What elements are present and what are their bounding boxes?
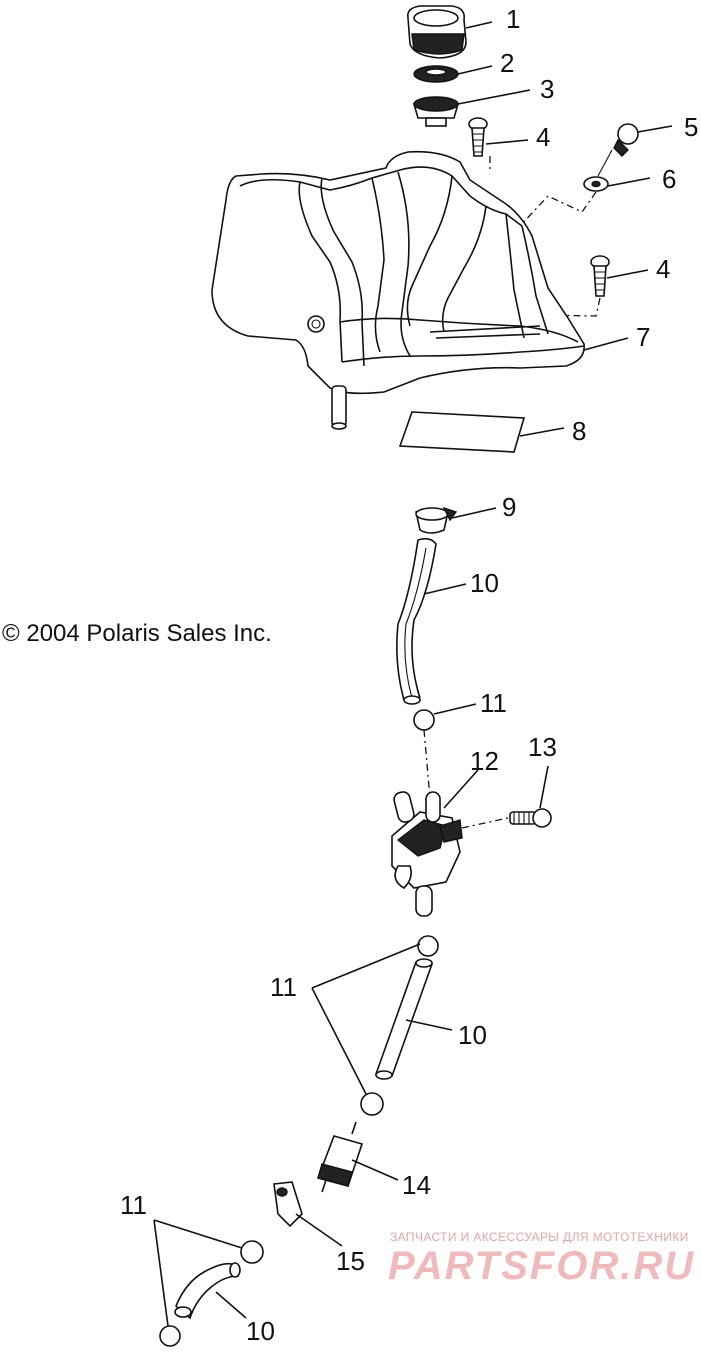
part-clamp-lower-mid (311, 987, 384, 1116)
callout-3: 3 (540, 74, 554, 104)
part-fuel-hose-bottom (174, 1262, 247, 1320)
part-fuel-filter (316, 1121, 399, 1193)
callout-2: 2 (500, 48, 514, 78)
callout-5: 5 (684, 112, 698, 142)
part-filler-adapter (412, 89, 531, 127)
part-clamp-bottom-lower (153, 1219, 181, 1347)
callout-12: 12 (470, 746, 499, 776)
part-fuel-cap (406, 5, 493, 59)
watermark-tagline: ЗАПЧАСТИ И АКСЕССУАРЫ ДЛЯ МОТОТЕХНИКИ (390, 1230, 689, 1244)
callout-14: 14 (402, 1170, 431, 1200)
part-filter-bracket (273, 1181, 343, 1247)
part-clamp-bottom-upper (153, 1219, 264, 1264)
callout-9: 9 (502, 492, 516, 522)
part-gasket (413, 65, 493, 83)
callout-11-upper: 11 (480, 688, 507, 718)
copyright-text: © 2004 Polaris Sales Inc. (2, 620, 272, 647)
callout-10-middle: 10 (458, 1020, 487, 1050)
callout-1: 1 (506, 4, 520, 34)
part-clamp-upper (413, 703, 477, 731)
callout-8: 8 (572, 416, 586, 446)
part-fuel-valve (391, 769, 479, 917)
part-fuel-hose-upper (396, 537, 467, 705)
part-screw-lower (590, 255, 649, 297)
callout-13: 13 (528, 732, 557, 762)
callout-15: 15 (336, 1246, 365, 1276)
part-valve-screw (509, 765, 552, 828)
callout-4-lower: 4 (656, 254, 670, 284)
part-washer (583, 149, 651, 192)
part-screw-upper (468, 117, 529, 157)
callout-4-upper: 4 (536, 122, 550, 152)
part-bolt (613, 123, 673, 157)
part-fuel-tank (211, 150, 629, 430)
watermark-logo: PARTSFOR.RU (388, 1244, 696, 1288)
callout-7: 7 (636, 322, 650, 352)
part-fuel-hose-middle (374, 958, 453, 1080)
callout-11-bottom: 11 (120, 1190, 147, 1220)
callout-6: 6 (662, 164, 676, 194)
callout-10-bottom: 10 (246, 1316, 275, 1346)
part-decal (398, 411, 565, 453)
part-clamp-middle (311, 935, 439, 989)
callout-11-middle: 11 (270, 972, 297, 1002)
callout-10-upper: 10 (470, 568, 499, 598)
part-hose-clamp (415, 506, 497, 534)
